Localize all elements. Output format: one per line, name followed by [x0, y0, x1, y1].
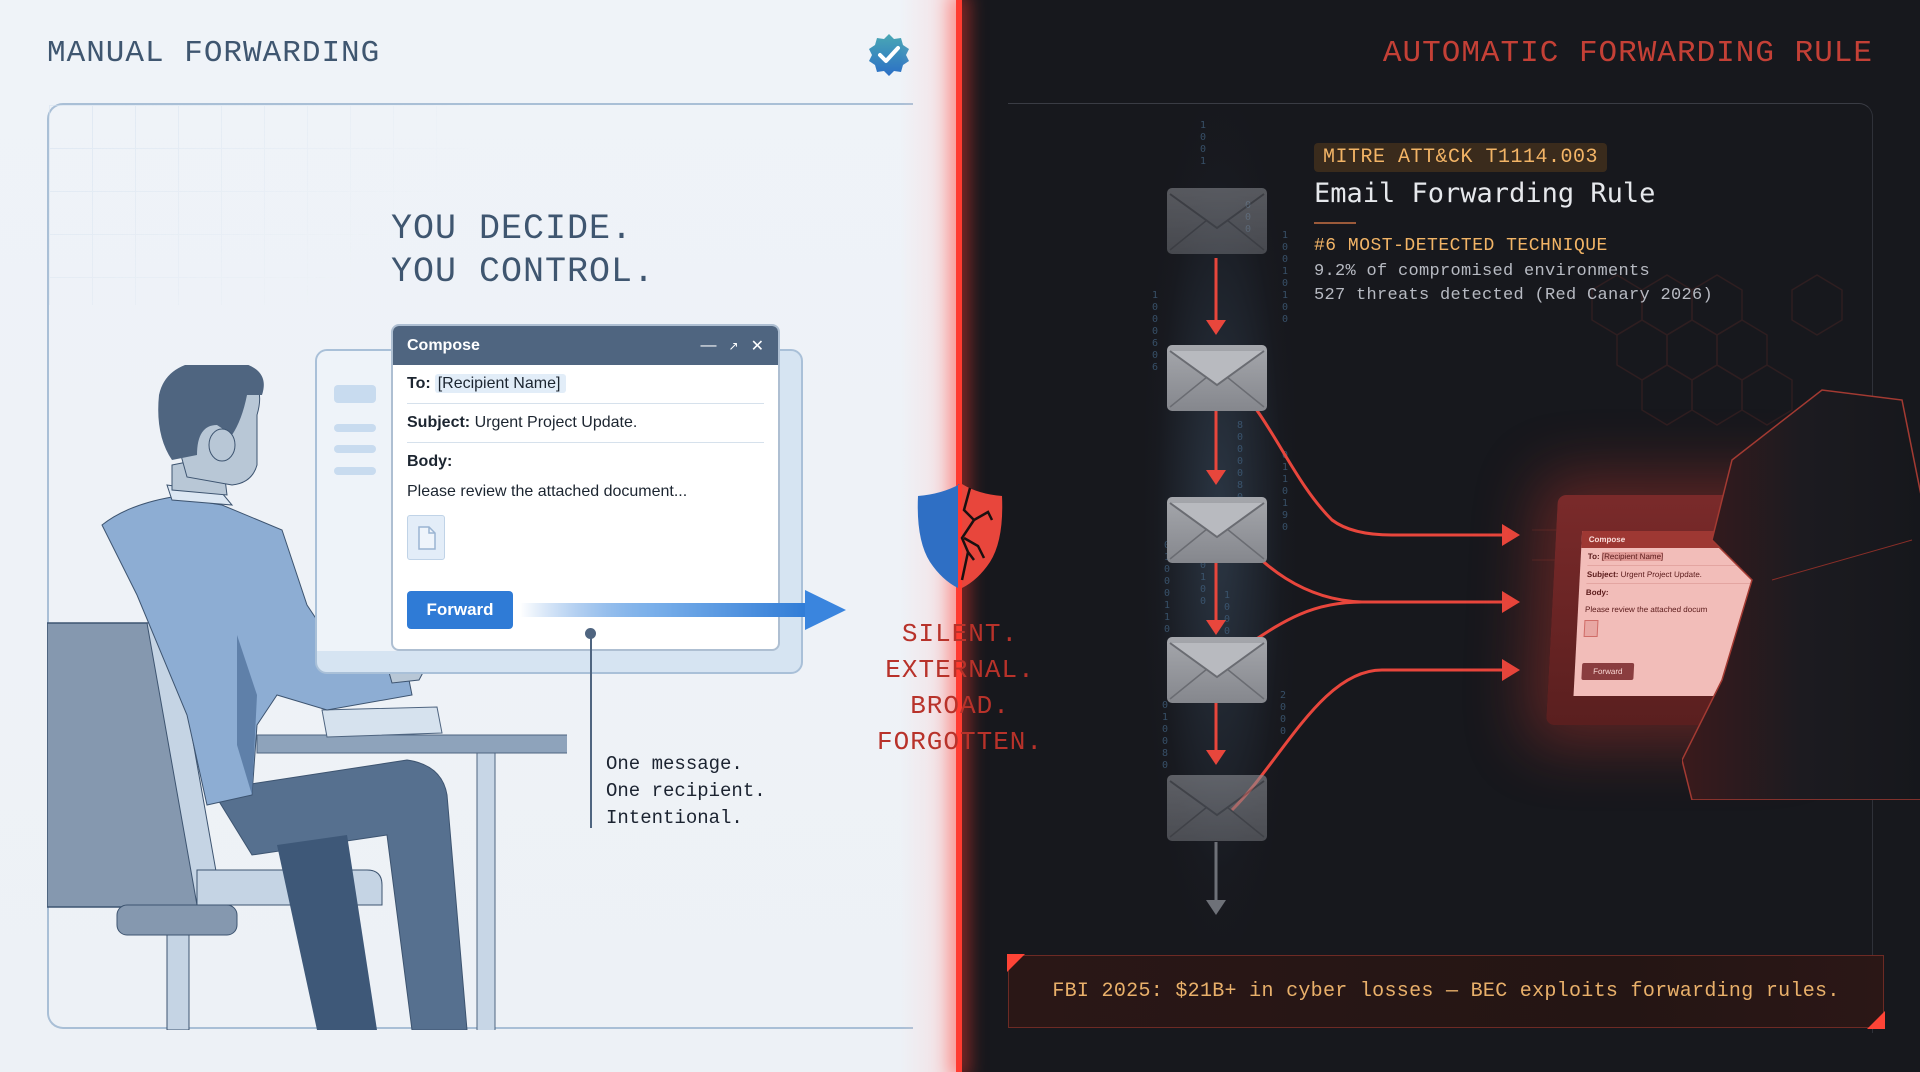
tagline-line-2: YOU CONTROL. [391, 252, 656, 292]
corner-accent [1867, 1011, 1885, 1029]
envelope-icon [1167, 497, 1267, 563]
to-label: To: [407, 375, 431, 392]
binary-column: 1001 [1200, 120, 1207, 167]
left-illustration-frame [47, 103, 913, 1029]
envelope-icon [1167, 637, 1267, 703]
close-icon[interactable]: ✕ [750, 337, 764, 355]
stat-line: 9.2% of compromised environments [1314, 262, 1651, 281]
left-panel-title: MANUAL FORWARDING [47, 36, 381, 71]
hooded-attacker-silhouette [1682, 389, 1920, 800]
fbi-callout-banner: FBI 2025: $21B+ in cyber losses — BEC ex… [1007, 954, 1885, 1029]
warning-word: FORGOTTEN. [876, 727, 1044, 757]
warning-word: BROAD. [910, 691, 1010, 721]
tagline-line-1: YOU DECIDE. [391, 209, 634, 249]
recipient-chip[interactable]: [Recipient Name] [434, 374, 567, 393]
mini-to-value: [Recipient Name] [1601, 552, 1664, 561]
envelope-icon [1167, 775, 1267, 841]
mini-document-icon [1583, 620, 1599, 637]
person-at-desk-illustration [47, 365, 567, 1030]
body-label: Body: [407, 453, 453, 470]
subject-label: Subject: [407, 414, 471, 431]
callout-line-3: Intentional. [606, 807, 743, 829]
compose-window: Compose — ↗ ✕ To:[Recipient Name] Subjec… [391, 324, 780, 651]
callout-line-2: One recipient. [606, 780, 766, 802]
forward-arrow-icon [520, 590, 846, 630]
envelope-icon [1167, 188, 1267, 254]
mini-to-label: To: [1587, 552, 1600, 561]
subject-field[interactable]: Subject: Urgent Project Update. [407, 404, 764, 443]
warning-words: SILENT. EXTERNAL. BROAD. FORGOTTEN. [860, 616, 1060, 760]
rule-title: Email Forwarding Rule [1314, 178, 1656, 209]
body-label-row: Body: [407, 443, 764, 481]
warning-word: SILENT. [901, 619, 1019, 649]
compose-header: Compose — ↗ ✕ [393, 326, 778, 365]
split-cracked-shield-icon [917, 484, 1003, 588]
expand-icon[interactable]: ↗ [728, 338, 739, 353]
mitre-tag: MITRE ATT&CK T1114.003 [1314, 143, 1608, 172]
callout-text: One message. One recipient. Intentional. [606, 751, 766, 832]
forward-button[interactable]: Forward [407, 591, 513, 629]
warning-word: EXTERNAL. [885, 655, 1035, 685]
binary-column: 2000 [1280, 690, 1287, 737]
corner-accent [1007, 954, 1025, 972]
subject-value: Urgent Project Update. [474, 414, 638, 431]
binary-column: 10010100 [1282, 230, 1289, 325]
rule-underline [1314, 222, 1356, 224]
to-field[interactable]: To:[Recipient Name] [407, 365, 764, 404]
minimize-icon[interactable]: — [700, 336, 717, 354]
callout-line-1: One message. [606, 753, 743, 775]
stat-heading: #6 MOST-DETECTED TECHNIQUE [1314, 236, 1608, 256]
mini-forward-button: Forward [1581, 663, 1635, 680]
manual-forwarding-panel: MANUAL FORWARDING YOU DECIDE. YOU CONTRO… [0, 0, 958, 1072]
mini-subject-label: Subject: [1586, 570, 1619, 579]
stat-line: 527 threats detected (Red Canary 2026) [1314, 286, 1714, 305]
verified-check-badge-icon [869, 34, 909, 76]
document-icon[interactable] [407, 515, 445, 560]
mini-body-label: Body: [1585, 588, 1609, 597]
red-divider [956, 0, 962, 1072]
envelope-icon [1167, 345, 1267, 411]
callout-line [590, 632, 592, 828]
binary-column: 1000606 [1152, 290, 1159, 373]
tagline: YOU DECIDE. YOU CONTROL. [391, 208, 655, 294]
automatic-forwarding-panel: AUTOMATIC FORWARDING RULE 1000606 0100 01… [962, 0, 1920, 1072]
compose-title: Compose [407, 336, 480, 354]
binary-column: 0100 [1200, 560, 1207, 607]
fbi-callout-text: FBI 2025: $21B+ in cyber losses — BEC ex… [1052, 980, 1840, 1003]
right-panel-title: AUTOMATIC FORWARDING RULE [1382, 36, 1873, 71]
body-text[interactable]: Please review the attached document... [407, 483, 688, 500]
binary-column: 010080 [1162, 700, 1169, 771]
